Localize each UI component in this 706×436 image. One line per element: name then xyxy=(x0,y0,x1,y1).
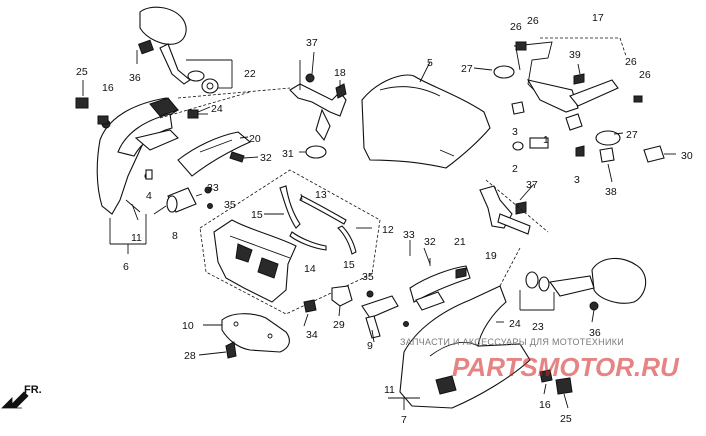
callout-26-d: 26 xyxy=(639,69,651,81)
callout-24-left: 24 xyxy=(211,103,223,115)
callout-4: 4 xyxy=(146,190,152,202)
callout-37-right: 37 xyxy=(526,179,538,191)
callout-8: 8 xyxy=(172,230,178,242)
callout-15-right: 15 xyxy=(343,259,355,271)
callout-31: 31 xyxy=(282,148,294,160)
inner-panel-assembly xyxy=(199,169,381,315)
callout-35-left: 35 xyxy=(224,199,236,211)
watermark-caption: ЗАПЧАСТИ И АКСЕССУАРЫ ДЛЯ МОТОТЕХНИКИ xyxy=(400,337,624,347)
callout-32-right: 32 xyxy=(424,236,436,248)
callout-27-right: 27 xyxy=(626,129,638,141)
callout-24-right: 24 xyxy=(509,318,521,330)
part-20-panel xyxy=(177,131,252,177)
right-lower-cowl xyxy=(388,247,531,410)
callout-35-right: 35 xyxy=(362,271,374,283)
callout-27-left: 27 xyxy=(461,63,473,75)
part-21-bracket xyxy=(409,265,471,311)
callout-29: 29 xyxy=(333,319,345,331)
callout-26-a: 26 xyxy=(510,21,522,33)
callout-16-left: 16 xyxy=(102,82,114,94)
callout-7: 7 xyxy=(401,414,407,426)
windscreen xyxy=(361,74,491,169)
hardware-left xyxy=(75,97,245,213)
callout-23: 23 xyxy=(532,321,544,333)
callout-15-left: 15 xyxy=(251,209,263,221)
callout-38: 38 xyxy=(605,186,617,198)
callout-32-left: 32 xyxy=(260,152,272,164)
callout-26-b: 26 xyxy=(527,15,539,27)
callout-20: 20 xyxy=(249,133,261,145)
left-mirror-assembly xyxy=(138,6,233,94)
callout-18: 18 xyxy=(334,67,346,79)
right-stay-bracket xyxy=(479,179,549,235)
watermark: ЗАПЧАСТИ И АКСЕССУАРЫ ДЛЯ МОТОТЕХНИКИ PA… xyxy=(400,337,680,382)
callout-33-right: 33 xyxy=(403,229,415,241)
callout-3-lower: 3 xyxy=(574,174,580,186)
callout-19: 19 xyxy=(485,250,497,262)
leader-lines xyxy=(82,50,676,409)
callout-12: 12 xyxy=(382,224,394,236)
callout-2: 2 xyxy=(512,163,518,175)
callout-36-left: 36 xyxy=(129,72,141,84)
watermark-brand: PARTSMOTOR.RU xyxy=(452,352,680,382)
callout-25-right: 25 xyxy=(560,413,572,425)
callout-10: 10 xyxy=(182,320,194,332)
callout-25-left: 25 xyxy=(76,66,88,78)
upper-right-stay xyxy=(493,37,665,163)
callout-26-c: 26 xyxy=(625,56,637,68)
callout-11-left: 11 xyxy=(131,232,142,244)
callout-21: 21 xyxy=(454,236,466,248)
center-lower-brackets xyxy=(331,285,409,339)
callout-34: 34 xyxy=(306,329,318,341)
front-direction-indicator: FR. xyxy=(1,384,42,409)
right-bottom-bolts xyxy=(539,369,573,395)
left-cowl-assembly xyxy=(96,87,291,254)
callout-labels: 1 2 3 3 4 5 6 7 8 9 10 11 11 12 13 14 15… xyxy=(76,12,693,426)
callout-1: 1 xyxy=(543,134,549,146)
callout-16-right: 16 xyxy=(539,399,551,411)
callout-22: 22 xyxy=(244,68,256,80)
callout-6: 6 xyxy=(123,261,129,273)
center-stay-bracket xyxy=(289,60,347,159)
direction-label: FR. xyxy=(24,384,42,396)
callout-17: 17 xyxy=(592,12,604,24)
lower-left-panel xyxy=(221,313,290,359)
callout-14: 14 xyxy=(304,263,316,275)
callout-5: 5 xyxy=(427,57,433,69)
right-mirror-assembly xyxy=(519,257,647,311)
callout-3-upper: 3 xyxy=(512,126,518,138)
callout-28: 28 xyxy=(184,350,196,362)
callout-33-left: 33 xyxy=(207,182,219,194)
callout-11-right: 11 xyxy=(384,384,395,396)
callout-36-right: 36 xyxy=(589,327,601,339)
callout-9: 9 xyxy=(367,340,373,352)
callout-30: 30 xyxy=(681,150,693,162)
callout-13: 13 xyxy=(315,189,327,201)
callout-39: 39 xyxy=(569,49,581,61)
callout-37-left: 37 xyxy=(306,37,318,49)
